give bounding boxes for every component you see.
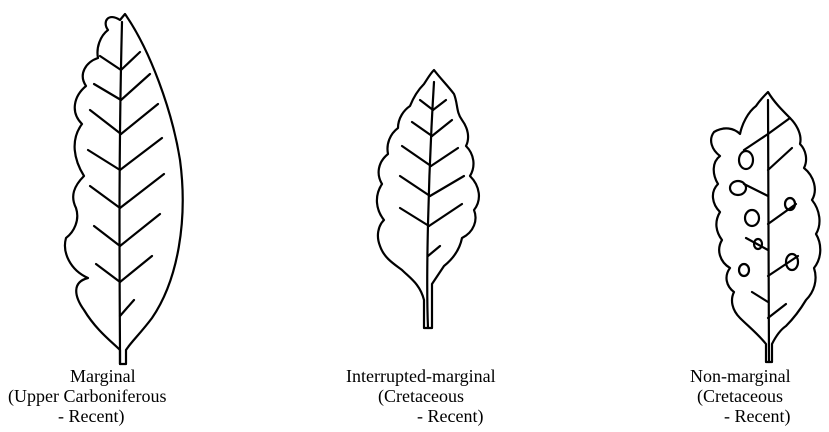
interrupted-marginal-name: Interrupted-marginal — [344, 366, 554, 386]
non-marginal-leaf-outline — [711, 92, 820, 362]
marginal-name: Marginal — [8, 366, 233, 386]
interrupted-marginal-caption: Interrupted-marginal (Cretaceous - Recen… — [344, 366, 554, 426]
marginal-age-line1: (Upper Carboniferous — [8, 386, 233, 406]
marginal-caption: Marginal (Upper Carboniferous - Recent) — [8, 366, 233, 426]
marginal-leaf-drawing — [65, 14, 183, 364]
interrupted-marginal-leaf-drawing — [377, 70, 479, 328]
marginal-age-line2: - Recent) — [8, 406, 233, 426]
non-marginal-age-line1: (Cretaceous — [690, 386, 825, 406]
leaf-island-shape — [730, 181, 746, 195]
non-marginal-caption: Non-marginal (Cretaceous - Recent) — [690, 366, 825, 426]
non-marginal-age-line2: - Recent) — [690, 406, 825, 426]
interrupted-marginal-age-line1: (Cretaceous — [344, 386, 554, 406]
marginal-leaf-veins — [88, 22, 164, 364]
interrupted-marginal-age-line2: - Recent) — [344, 406, 554, 426]
leaf-island-shape — [739, 151, 753, 169]
non-marginal-leaf-drawing — [711, 92, 820, 362]
leaf-island-shape — [745, 210, 759, 226]
non-marginal-name: Non-marginal — [690, 366, 825, 386]
leaf-island-shape — [739, 264, 749, 276]
non-marginal-leaf-islands — [730, 151, 798, 276]
